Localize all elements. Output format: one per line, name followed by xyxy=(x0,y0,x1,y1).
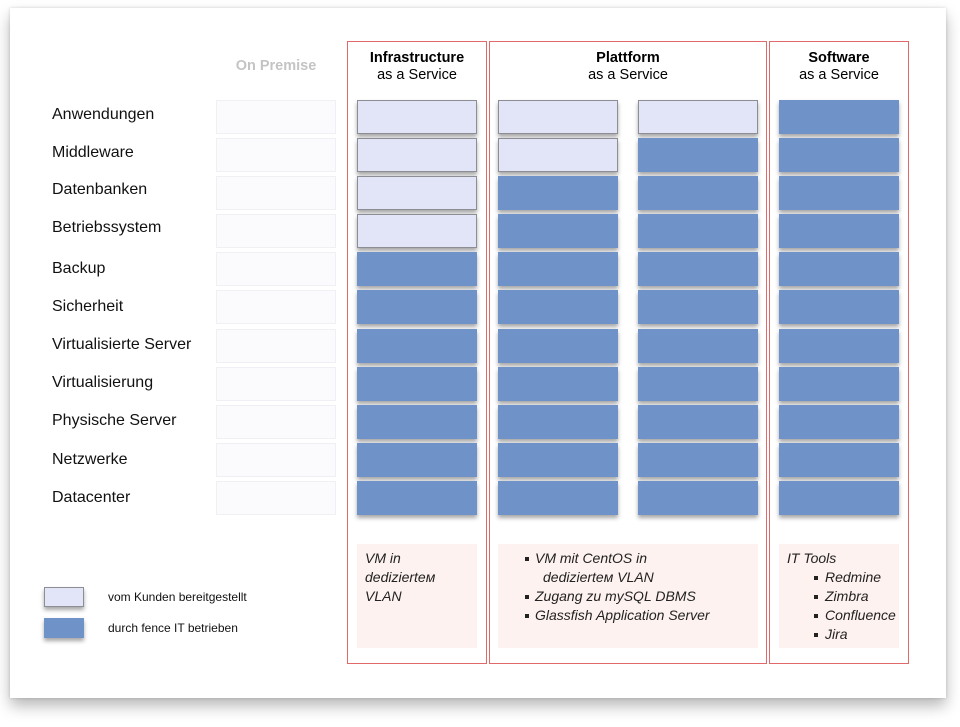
iaas-note-line: VLAN xyxy=(365,588,402,604)
saas-group-box xyxy=(769,41,909,664)
iaas-title-sub: as a Service xyxy=(377,67,457,83)
paas2-fence-cell xyxy=(638,176,758,210)
saas-fence-cell xyxy=(779,329,899,363)
row-label: Backup xyxy=(52,260,106,277)
iaas-title-main: Infrastructure xyxy=(369,50,465,66)
on-premise-cell xyxy=(216,100,336,134)
saas-fence-cell xyxy=(779,138,899,172)
saas-title: Software as a Service xyxy=(769,50,909,84)
saas-fence-cell xyxy=(779,290,899,324)
paas1-customer-cell xyxy=(498,100,618,134)
row-label: Virtualisierte Server xyxy=(52,336,192,353)
on-premise-cell xyxy=(216,138,336,172)
paas-note-item: Zugang zu mySQL DBMS xyxy=(506,587,750,606)
paas-title: Plattform as a Service xyxy=(489,50,767,84)
saas-tool-item: Confluence xyxy=(787,606,896,625)
saas-tool-item: Redmine xyxy=(787,568,891,587)
row-label: Netzwerke xyxy=(52,451,128,468)
iaas-note-line: dedizierteм xyxy=(365,569,436,585)
legend-fence-swatch xyxy=(44,618,84,638)
legend-fence-label: durch fence IT betrieben xyxy=(108,621,238,635)
iaas-customer-cell xyxy=(357,176,477,210)
paas-title-sub: as a Service xyxy=(588,67,668,83)
paas1-fence-cell xyxy=(498,176,618,210)
row-label: Datacenter xyxy=(52,489,131,506)
saas-title-main: Software xyxy=(808,50,870,66)
paas2-fence-cell xyxy=(638,214,758,248)
on-premise-cell xyxy=(216,367,336,401)
saas-note-heading: IT Tools xyxy=(787,550,837,566)
paas1-fence-cell xyxy=(498,252,618,286)
iaas-note: VM in dedizierteм VLAN xyxy=(357,544,477,648)
saas-title-sub: as a Service xyxy=(799,67,879,83)
saas-fence-cell xyxy=(779,367,899,401)
saas-fence-cell xyxy=(779,214,899,248)
paas1-fence-cell xyxy=(498,329,618,363)
on-premise-cell xyxy=(216,329,336,363)
iaas-fence-cell xyxy=(357,405,477,439)
saas-fence-cell xyxy=(779,100,899,134)
paas-title-main: Plattform xyxy=(596,50,660,66)
paas2-fence-cell xyxy=(638,138,758,172)
iaas-customer-cell xyxy=(357,100,477,134)
row-label: Sicherheit xyxy=(52,298,124,315)
paas1-fence-cell xyxy=(498,405,618,439)
saas-fence-cell xyxy=(779,405,899,439)
saas-fence-cell xyxy=(779,176,899,210)
iaas-fence-cell xyxy=(357,329,477,363)
paas2-fence-cell xyxy=(638,367,758,401)
saas-tool-item: Zimbra xyxy=(787,587,891,606)
iaas-fence-cell xyxy=(357,290,477,324)
on-premise-cell xyxy=(216,252,336,286)
saas-note: IT Tools Redmine Zimbra Confluence Jira xyxy=(779,544,899,648)
paas-note: VM mit CentOS in dedizierteм VLAN Zugang… xyxy=(498,544,758,648)
iaas-note-line: VM in xyxy=(365,550,401,566)
saas-fence-cell xyxy=(779,443,899,477)
iaas-title: Infrastructure as a Service xyxy=(347,50,487,84)
row-label: Physische Server xyxy=(52,412,177,429)
paas-note-item: VM mit CentOS in xyxy=(506,549,750,568)
paas-group-box xyxy=(489,41,767,664)
paas-note-item: Glassfish Application Server xyxy=(506,606,750,625)
row-label: Anwendungen xyxy=(52,106,155,123)
saas-tool-item: Jira xyxy=(787,625,891,644)
iaas-customer-cell xyxy=(357,214,477,248)
iaas-fence-cell xyxy=(357,367,477,401)
legend-customer-label: vom Kunden bereitgestellt xyxy=(108,590,247,604)
on-premise-cell xyxy=(216,214,336,248)
paas-note-continuation: dedizierteм VLAN xyxy=(543,569,654,585)
paas1-fence-cell xyxy=(498,443,618,477)
iaas-fence-cell xyxy=(357,443,477,477)
row-label: Betriebssystem xyxy=(52,219,162,236)
saas-fence-cell xyxy=(779,481,899,515)
on-premise-cell xyxy=(216,443,336,477)
on-premise-title: On Premise xyxy=(235,58,317,74)
on-premise-cell xyxy=(216,481,336,515)
on-premise-cell xyxy=(216,290,336,324)
paas2-fence-cell xyxy=(638,290,758,324)
paas2-fence-cell xyxy=(638,252,758,286)
paas1-fence-cell xyxy=(498,481,618,515)
paas2-fence-cell xyxy=(638,405,758,439)
on-premise-cell xyxy=(216,405,336,439)
on-premise-cell xyxy=(216,176,336,210)
row-label: Virtualisierung xyxy=(52,374,154,391)
row-label: Middleware xyxy=(52,144,134,161)
paas2-fence-cell xyxy=(638,443,758,477)
paas1-fence-cell xyxy=(498,214,618,248)
iaas-customer-cell xyxy=(357,138,477,172)
paas1-fence-cell xyxy=(498,290,618,324)
iaas-fence-cell xyxy=(357,252,477,286)
legend-customer-swatch xyxy=(44,587,84,607)
saas-fence-cell xyxy=(779,252,899,286)
paas2-fence-cell xyxy=(638,329,758,363)
paas2-customer-cell xyxy=(638,100,758,134)
iaas-group-box xyxy=(347,41,487,664)
paas1-fence-cell xyxy=(498,367,618,401)
iaas-fence-cell xyxy=(357,481,477,515)
row-label: Datenbanken xyxy=(52,181,148,198)
paas1-customer-cell xyxy=(498,138,618,172)
paas2-fence-cell xyxy=(638,481,758,515)
